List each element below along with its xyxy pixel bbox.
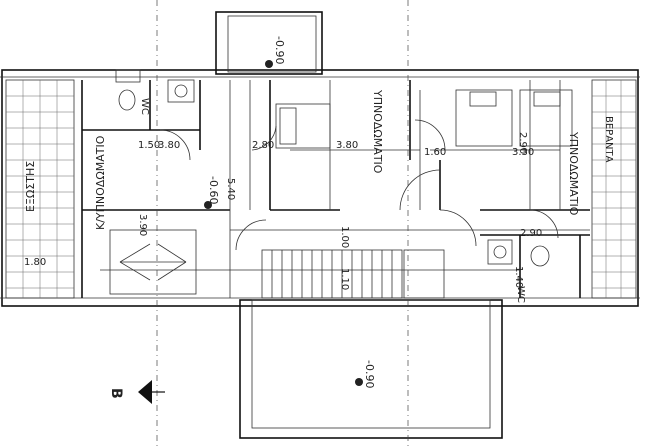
level-top-terrace: -0.90	[273, 36, 286, 64]
staircase	[261, 249, 445, 299]
interior-walls	[81, 80, 590, 298]
top-terrace	[215, 11, 323, 75]
dimension-330: 3.30	[512, 147, 534, 158]
dimension-540: 5.40	[225, 178, 236, 200]
construction-lines	[100, 80, 590, 298]
wc-right-fixtures	[487, 239, 550, 267]
room-label-bedroom-left: K/ΥΠΝΟΔΩΜΑΤΙΟ	[94, 135, 107, 230]
dimension-180: 1.80	[24, 257, 46, 268]
dimension-290: 2.90	[517, 132, 528, 154]
dimension-110: 1.10	[339, 268, 350, 290]
room-label-veranda-right: ΒΕΡΑΝΤΑ	[603, 116, 614, 163]
right-veranda	[591, 79, 637, 299]
bed-right-2	[519, 89, 573, 147]
wc-top-fixtures	[115, 69, 195, 111]
dimension-280: 2.80	[252, 140, 274, 151]
level-bedroom-left: -0.60	[207, 176, 220, 204]
dimension-150: 1.50	[138, 140, 160, 151]
level-bottom-terrace: -0.90	[363, 360, 376, 388]
bottom-terrace	[239, 299, 503, 439]
level-markers	[204, 60, 363, 386]
bed-right-1	[455, 89, 513, 147]
room-label-balcony-left: ΕΞΩΣΤΗΣ	[24, 161, 37, 212]
room-label-wc-top: WC	[139, 98, 150, 115]
room-label-wc-right: WC	[515, 286, 526, 303]
door-swings	[159, 119, 559, 251]
left-balcony	[5, 79, 75, 299]
dimension-380: 3.80	[158, 140, 180, 151]
room-label-bedroom-right: ΥΠΝΟΔΩΜΑΤΙΟ	[567, 131, 580, 216]
dimension-140: 1.40	[513, 266, 524, 288]
dimension-390: 3.90	[137, 214, 148, 236]
section-arrow	[138, 380, 165, 404]
outer-walls	[0, 69, 640, 307]
bed-center	[275, 103, 331, 149]
room-label-bedroom-center: ΥΠΝΟΔΩΜΑΤΙΟ	[371, 89, 384, 174]
dimension-100: 1.00	[339, 226, 350, 248]
dimension-160: 1.60	[424, 147, 446, 158]
dimension-380b: 3.80	[336, 140, 358, 151]
dimension-290b: 2.90	[520, 228, 542, 239]
section-marker-label: B	[108, 388, 124, 399]
bed-left	[109, 229, 197, 295]
